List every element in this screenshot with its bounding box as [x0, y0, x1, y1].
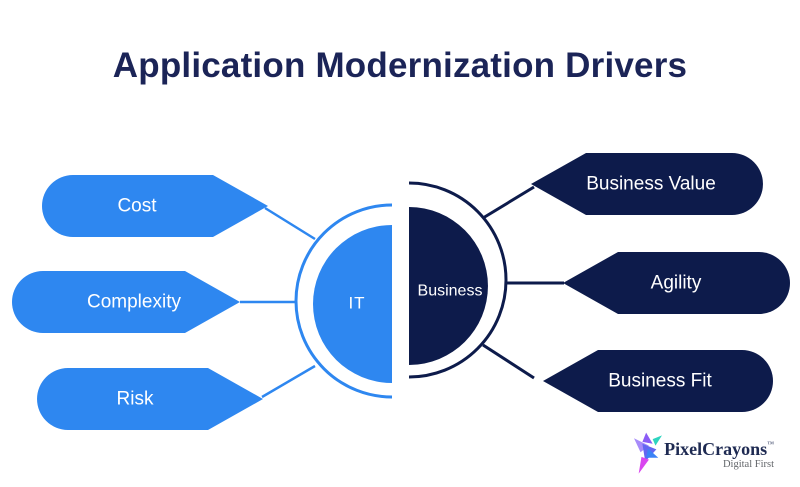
business-label: Business: [418, 283, 483, 300]
logo-brand-name: PixelCrayons: [664, 438, 768, 459]
business-semicircle: [409, 207, 488, 365]
connector-business-fit: [482, 343, 535, 380]
agility-shape: [563, 252, 790, 314]
it-outer-arc: [294, 203, 393, 399]
it-label: IT: [348, 294, 365, 313]
cost-label: Cost: [117, 196, 157, 217]
business-value-label: Business Value: [586, 174, 716, 195]
hummingbird-icon: [634, 432, 663, 474]
risk-label: Risk: [117, 389, 154, 410]
logo-tagline: Digital First: [722, 458, 774, 470]
complexity-shape: [12, 271, 240, 333]
complexity-label: Complexity: [87, 292, 181, 313]
page-title: Application Modernization Drivers: [112, 46, 688, 85]
connector-risk: [261, 364, 316, 399]
risk-shape: [37, 368, 263, 430]
logo-trademark: ™: [767, 439, 774, 448]
connector-cost: [264, 206, 316, 241]
business-fit-label: Business Fit: [608, 371, 712, 392]
business-value-shape: [531, 153, 763, 215]
logo-text-block: PixelCrayons ™ Digital First: [664, 440, 774, 471]
connector-business-value: [482, 185, 535, 220]
business-fit-shape: [543, 350, 773, 412]
pixelcrayons-logo: PixelCrayons ™ Digital First: [634, 432, 774, 478]
cost-shape: [42, 175, 268, 237]
agility-label: Agility: [651, 273, 702, 294]
it-semicircle: [313, 225, 392, 383]
business-outer-arc: [408, 181, 508, 379]
